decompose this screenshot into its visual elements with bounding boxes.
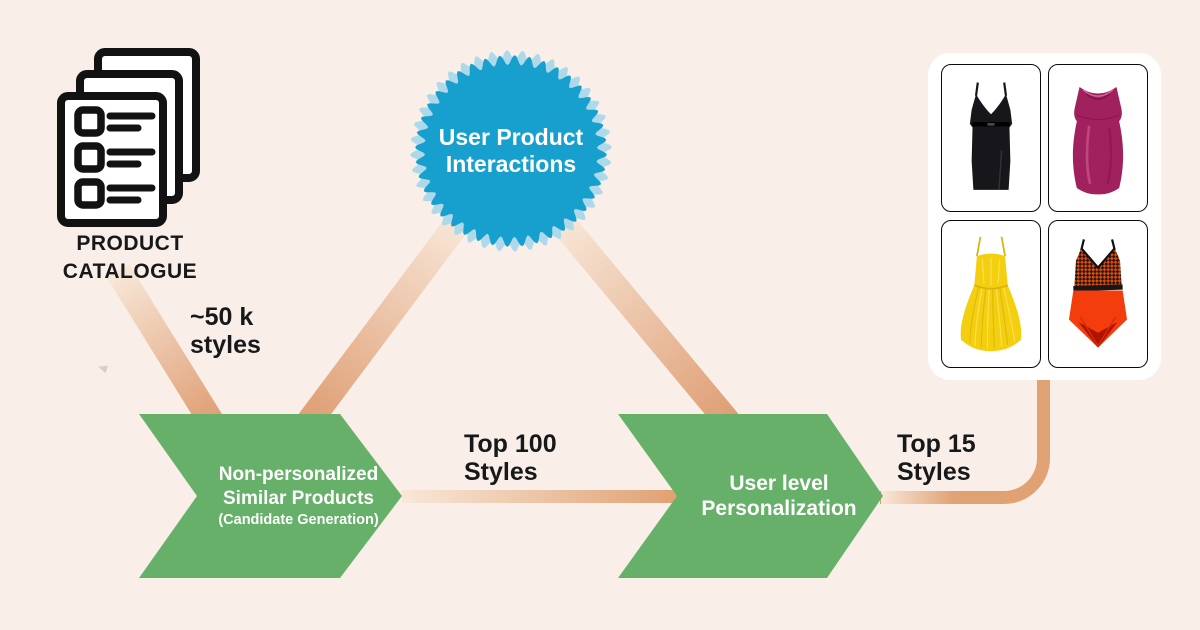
step1-line3: (Candidate Generation) bbox=[218, 511, 379, 528]
edge-step1-to-step2 bbox=[402, 490, 678, 503]
result-card-black-dress bbox=[941, 64, 1041, 212]
yellow-dress-image bbox=[960, 236, 1022, 352]
product-catalogue-icon bbox=[57, 48, 200, 227]
step1-line1: Non-personalized bbox=[218, 463, 379, 485]
label-top15-line2: Styles bbox=[897, 458, 971, 486]
label-50k-styles: ~50 k styles bbox=[190, 303, 261, 359]
product-catalogue-label-line1: PRODUCT bbox=[76, 232, 184, 255]
label-top100-line2: Styles bbox=[464, 458, 538, 486]
step2-line1: User level bbox=[729, 472, 829, 495]
black-dress-image bbox=[969, 82, 1013, 190]
user-interactions-line1: User Product bbox=[438, 124, 584, 150]
orange-dress-image bbox=[1068, 239, 1128, 348]
step2-line2: Personalization bbox=[701, 497, 857, 520]
label-top15-styles: Top 15 Styles bbox=[897, 430, 976, 486]
magenta-dress-image bbox=[1072, 86, 1124, 195]
edge-step2-to-results-fade bbox=[881, 491, 955, 504]
user-interactions-label: User Product Interactions bbox=[406, 46, 616, 256]
checklist-rows bbox=[74, 106, 156, 209]
step1-candidate-generation-arrow: Non-personalized Similar Products (Candi… bbox=[139, 414, 402, 578]
label-top100-line1: Top 100 bbox=[464, 430, 557, 458]
result-card-orange-dress bbox=[1048, 220, 1148, 368]
product-catalogue-label-line2: CATALOGUE bbox=[62, 260, 198, 283]
badge-scallop-main bbox=[415, 55, 607, 247]
user-interactions-line2: Interactions bbox=[445, 151, 577, 177]
result-card-yellow-dress bbox=[941, 220, 1041, 368]
recommended-styles-panel bbox=[928, 53, 1161, 380]
label-top100-styles: Top 100 Styles bbox=[464, 430, 557, 486]
product-catalogue-label: PRODUCT CATALOGUE bbox=[30, 230, 230, 286]
step1-line2: Similar Products bbox=[223, 487, 374, 509]
small-triangle-artifact bbox=[96, 362, 109, 374]
result-card-magenta-dress bbox=[1048, 64, 1148, 212]
user-interactions-badge bbox=[410, 50, 612, 252]
label-50k-line1: ~50 k bbox=[190, 303, 254, 331]
label-50k-line2: styles bbox=[190, 331, 261, 359]
label-top15-line1: Top 15 bbox=[897, 430, 976, 458]
